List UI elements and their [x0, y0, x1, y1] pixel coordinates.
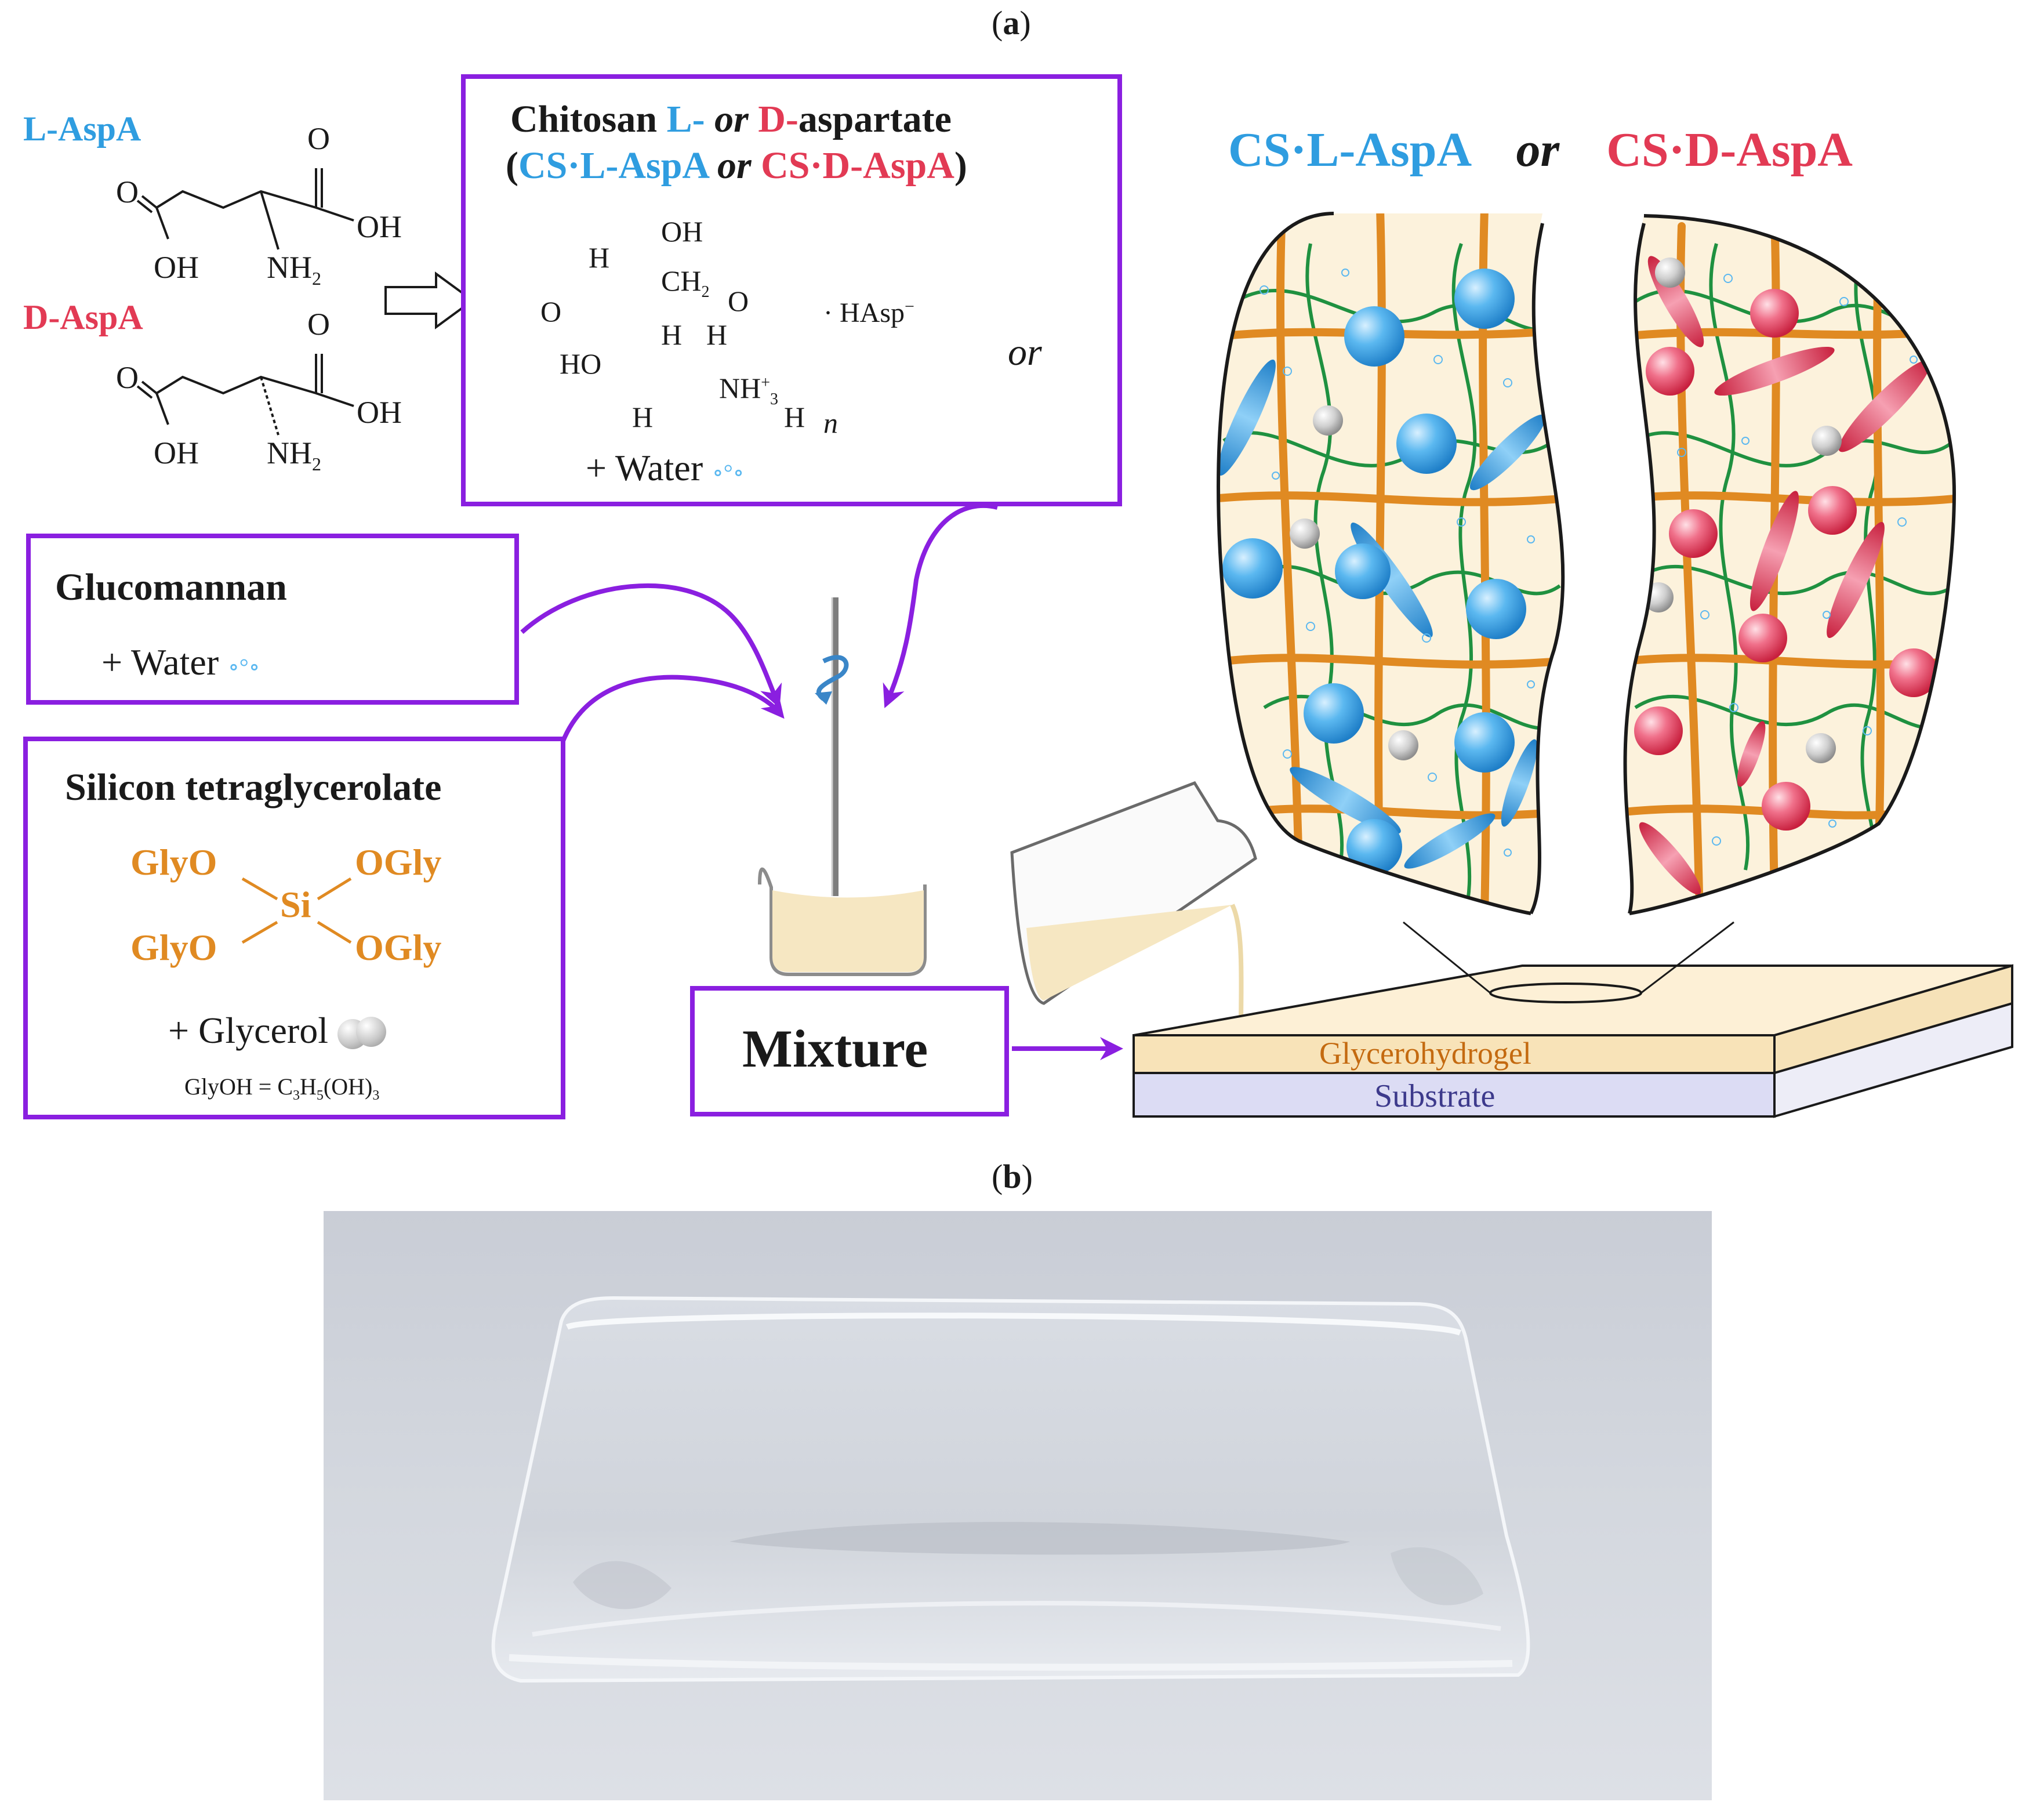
d-aspa-structure: [136, 354, 354, 436]
hollow-arrow-icon: [384, 271, 475, 329]
gel-layer-label: Glycerohydrogel: [1319, 1036, 1531, 1071]
l-aspa-atom-o-left: O: [116, 175, 139, 209]
beaker-icon: [758, 597, 927, 976]
l-aspa-atom-oh-left: OH: [154, 250, 199, 285]
hydrogel-photo: [324, 1211, 1712, 1800]
right-title: CS·L-AspA or CS·D-AspA: [1228, 123, 1853, 177]
glycerol-formula: GlyOH = C3H5(OH)3: [184, 1074, 380, 1103]
substrate-layer-label: Substrate: [1374, 1078, 1496, 1114]
panel-b-label: (b): [992, 1158, 1033, 1195]
chitosan-atom-ho: HO: [560, 347, 602, 380]
d-aspa-atom-o-top: O: [307, 307, 330, 342]
si-ogly-bottom-right: OGly: [355, 927, 442, 968]
d-aspa-atom-oh-right: OH: [357, 395, 402, 430]
silicon-tetraglycerolate-box: [23, 737, 565, 1119]
pouring-cup-icon: [1010, 781, 1257, 1027]
d-aspa-atom-nh2: NH2: [267, 436, 321, 474]
l-aspa-structure: [136, 168, 354, 250]
glucomannan-title: Glucomannan: [55, 566, 287, 608]
arrow-chitosan-to-beaker: [883, 503, 998, 709]
chitosan-or-between: or: [1008, 331, 1042, 374]
l-aspa-atom-nh2: NH2: [267, 250, 321, 289]
glucomannan-water: + Water ∘°∘: [101, 641, 260, 683]
gel-substrate-slab: [1133, 964, 2013, 1118]
l-aspa-label: L-AspA: [23, 110, 141, 148]
glycerol-spheres-icon: [337, 1017, 390, 1052]
d-aspa-label: D-AspA: [23, 298, 143, 336]
chitosan-atom-h-bottom1: H: [632, 401, 654, 433]
d-aspa-atom-oh-left: OH: [154, 436, 199, 470]
si-bonds: [241, 877, 352, 944]
chitosan-atom-o-ring: O: [728, 285, 749, 317]
chitosan-atom-h-mid2: H: [706, 318, 728, 351]
si-center: Si: [280, 884, 311, 925]
chitosan-box-title: Chitosan L- or D-aspartate: [510, 98, 952, 140]
mixture-box: [690, 986, 1009, 1116]
chitosan-box-subtitle: (CS·L-AspA or CS·D-AspA): [506, 144, 967, 187]
l-aspa-atom-oh-right: OH: [357, 209, 402, 244]
chitosan-atom-h-mid1: H: [661, 318, 683, 351]
arrow-glucomannan-to-beaker: [520, 583, 782, 709]
chitosan-repeat-n: n: [823, 407, 838, 439]
l-aspa-atom-o-top: O: [307, 121, 330, 156]
arrow-silicon-to-beaker: [560, 675, 785, 744]
preparation-scheme-diagram: [136, 168, 2013, 1118]
si-ogly-top-right: OGly: [355, 842, 442, 883]
zoom-circle-l: [1217, 212, 1565, 915]
chitosan-aspartate-box: [461, 74, 1122, 506]
chitosan-water: + Water ∘°∘: [586, 447, 745, 488]
glycerol-label: + Glycerol: [168, 1009, 390, 1052]
mixture-label: Mixture: [742, 1019, 928, 1078]
chitosan-atom-oh: OH: [661, 215, 703, 248]
glucomannan-box: [26, 534, 519, 705]
chitosan-atom-nh3: NH+3: [719, 372, 779, 408]
chitosan-atom-h-top: H: [589, 241, 610, 274]
si-glyo-top-left: GlyO: [130, 842, 217, 883]
zoom-circle-d: [1623, 214, 1957, 915]
water-bubbles-icon: ∘°∘: [712, 459, 745, 485]
d-aspa-atom-o-left: O: [116, 360, 139, 395]
silicon-box-title: Silicon tetraglycerolate: [65, 766, 442, 809]
chitosan-counterion: · HAsp−: [823, 297, 914, 328]
chitosan-atom-o-link: O: [540, 295, 562, 328]
water-bubbles-icon: ∘°∘: [228, 654, 260, 680]
chitosan-atom-h-bottom2: H: [784, 401, 805, 433]
panel-a-label: (a): [992, 4, 1031, 42]
chitosan-atom-ch2: CH2: [661, 264, 710, 301]
si-glyo-bottom-left: GlyO: [130, 927, 217, 968]
